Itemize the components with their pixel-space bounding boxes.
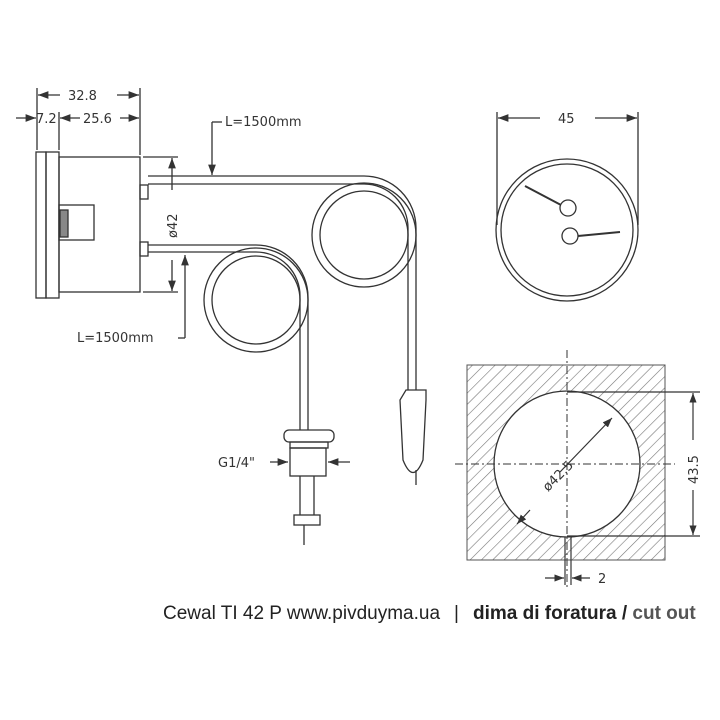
gauge-front-view: [495, 158, 639, 302]
dim-body-diameter: ø42: [166, 214, 181, 239]
label-capillary-upper: L=1500mm: [225, 115, 302, 130]
dim-body-depth: 25.6: [83, 112, 112, 127]
cutout-view: [455, 350, 700, 590]
label-capillary-lower: L=1500mm: [77, 331, 154, 346]
dim-gap: 2: [598, 572, 606, 587]
caption-title-en: cut out: [632, 603, 696, 624]
label-thread: G1/4": [218, 456, 255, 471]
caption-title-it: dima di foratura /: [472, 603, 628, 624]
caption-separator: |: [454, 603, 459, 624]
caption-product: Cewal TI 42 P www.pivduyma.ua: [163, 603, 441, 624]
gauge-side-view: [35, 151, 149, 299]
dim-cutout-height: 43.5: [687, 455, 702, 484]
dim-bezel-depth: 7.2: [36, 112, 57, 127]
upper-capillary: [148, 175, 427, 485]
lower-capillary: [148, 244, 335, 545]
dim-overall-depth: 32.8: [68, 89, 97, 104]
caption: Cewal TI 42 P www.pivduyma.ua | dima di fo…: [163, 603, 696, 625]
dim-front-diameter: 45: [558, 112, 575, 127]
